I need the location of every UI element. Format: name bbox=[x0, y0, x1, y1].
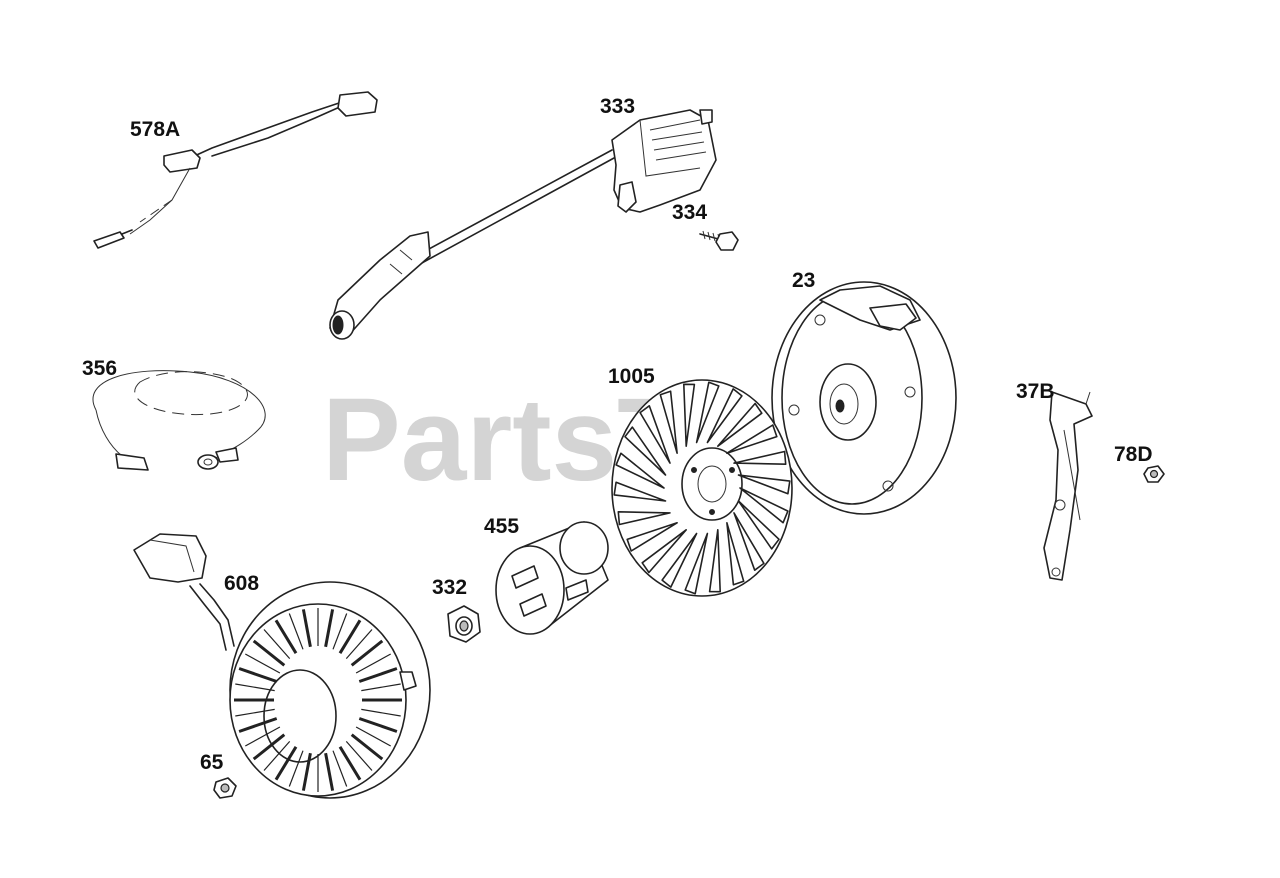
fan-blade bbox=[639, 405, 671, 464]
starter-rib bbox=[274, 746, 298, 781]
starter-rib bbox=[238, 667, 278, 683]
label-65: 65 bbox=[200, 751, 224, 774]
fan-blade bbox=[613, 481, 667, 502]
starter-rib bbox=[235, 708, 275, 717]
starter-rib bbox=[350, 733, 384, 761]
starter-rib bbox=[345, 629, 373, 659]
starter-rib bbox=[338, 619, 362, 654]
starter-rib bbox=[350, 639, 384, 667]
fan-blade bbox=[626, 522, 678, 552]
starter-rib bbox=[263, 741, 291, 771]
label-578a: 578A bbox=[130, 118, 180, 141]
fan-blade bbox=[739, 487, 789, 524]
starter-rib bbox=[355, 653, 391, 674]
label-23: 23 bbox=[792, 269, 815, 292]
fan-blade bbox=[726, 424, 778, 454]
part-coil-screw[interactable] bbox=[699, 230, 739, 251]
starter-rib bbox=[288, 613, 304, 650]
part-bracket-screw[interactable] bbox=[1143, 465, 1165, 483]
fan-blade bbox=[737, 500, 780, 550]
starter-rib bbox=[355, 726, 391, 747]
starter-rib bbox=[361, 708, 401, 717]
fan-blade bbox=[684, 532, 709, 595]
part-starter-screw[interactable] bbox=[213, 777, 237, 799]
starter-rib bbox=[358, 717, 398, 733]
part-flywheel[interactable] bbox=[771, 281, 957, 515]
starter-rib bbox=[324, 752, 335, 791]
starter-rib bbox=[263, 629, 291, 659]
part-ignition-coil[interactable] bbox=[329, 109, 717, 340]
part-ground-wire[interactable] bbox=[92, 370, 266, 471]
starter-rib bbox=[324, 609, 335, 648]
fan-blade bbox=[708, 529, 721, 593]
starter-rib bbox=[332, 613, 348, 650]
starter-rib bbox=[274, 619, 298, 654]
label-455: 455 bbox=[484, 515, 519, 538]
starter-rib bbox=[345, 741, 373, 771]
fan-blade bbox=[624, 426, 667, 476]
label-608: 608 bbox=[224, 572, 259, 595]
fan-blade bbox=[695, 381, 720, 444]
label-356: 356 bbox=[82, 357, 117, 380]
fan-blade bbox=[615, 452, 665, 489]
starter-rib bbox=[332, 750, 348, 787]
part-wire-harness[interactable] bbox=[93, 91, 378, 249]
part-flywheel-nut[interactable] bbox=[447, 605, 481, 643]
starter-rib bbox=[235, 683, 275, 692]
fan-blade bbox=[641, 529, 687, 574]
fan-blade bbox=[661, 532, 698, 588]
starter-rib bbox=[361, 683, 401, 692]
label-334: 334 bbox=[672, 201, 707, 224]
fan-blade bbox=[659, 390, 678, 454]
fan-blade bbox=[733, 512, 765, 571]
part-rewind-starter[interactable] bbox=[133, 533, 431, 799]
starter-rib bbox=[301, 752, 312, 791]
starter-ribs bbox=[234, 608, 402, 792]
starter-rib bbox=[238, 717, 278, 733]
part-starter-cup[interactable] bbox=[495, 521, 609, 635]
starter-rib bbox=[301, 609, 312, 648]
fan-blade bbox=[737, 474, 791, 495]
label-78d: 78D bbox=[1114, 443, 1153, 466]
starter-rib bbox=[252, 733, 286, 761]
fan-blade bbox=[726, 522, 745, 586]
fan-blade bbox=[717, 402, 763, 447]
label-37b: 37B bbox=[1016, 380, 1055, 403]
label-333: 333 bbox=[600, 95, 635, 118]
starter-rib bbox=[245, 726, 281, 747]
label-332: 332 bbox=[432, 576, 467, 599]
starter-rib bbox=[252, 639, 286, 667]
label-1005: 1005 bbox=[608, 365, 655, 388]
starter-rib bbox=[288, 750, 304, 787]
starter-rib bbox=[338, 746, 362, 781]
fan-blades bbox=[613, 381, 791, 595]
fan-blade bbox=[683, 383, 696, 447]
part-bracket[interactable] bbox=[1043, 391, 1093, 581]
fan-blade bbox=[617, 511, 671, 526]
part-labels: 578A 333 334 23 356 1005 37B 78D 455 332… bbox=[82, 95, 1153, 774]
starter-rib bbox=[358, 667, 398, 683]
starter-rib bbox=[245, 653, 281, 674]
fan-blade bbox=[733, 450, 787, 465]
part-fan[interactable] bbox=[611, 379, 793, 597]
fan-blade bbox=[706, 388, 743, 444]
